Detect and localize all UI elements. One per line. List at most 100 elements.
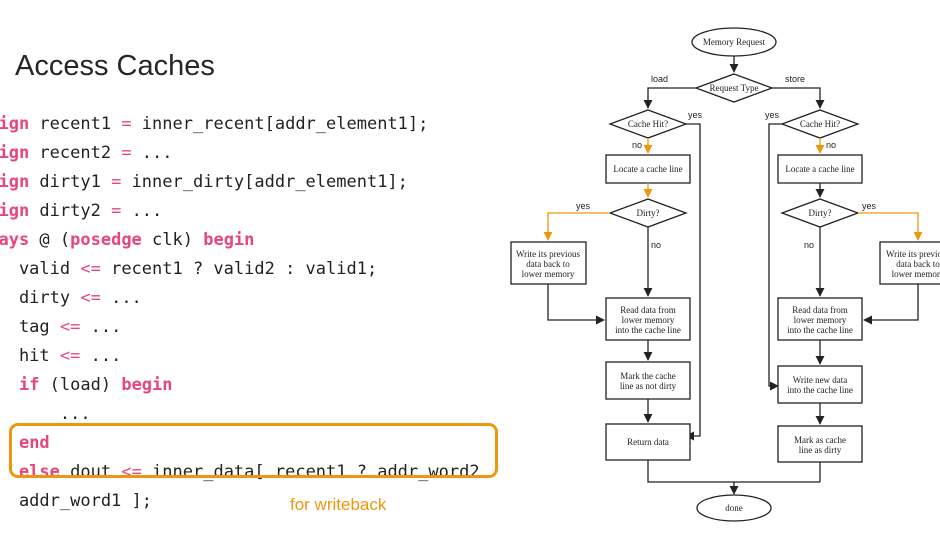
- right-write-back-line1: Write its previous: [886, 249, 940, 259]
- code-text: hit: [18, 346, 50, 366]
- left-write-back-line2: data back to: [526, 259, 570, 269]
- left-no-label: no: [632, 140, 642, 150]
- done-node: [696, 494, 772, 522]
- left-return-box: [605, 423, 691, 461]
- done-label: done: [725, 503, 743, 513]
- right-write-back-box: [879, 241, 940, 285]
- code-text: inner_recent[addr_element1];: [131, 114, 429, 134]
- code-text: inner_dirty[addr_element1];: [121, 172, 408, 192]
- slide-title: Access Caches: [15, 50, 215, 82]
- code-operator: <=: [80, 288, 101, 308]
- code-text: (load): [39, 375, 122, 395]
- code-operator: =: [121, 114, 132, 134]
- right-read-line2: lower memory: [794, 315, 847, 325]
- right-write-new-line2: into the cache line: [787, 385, 853, 395]
- left-write-back-line3: lower memory: [522, 269, 575, 279]
- right-write-back-line3: lower memory: [892, 269, 940, 279]
- code-line: addr_word1 ];: [0, 487, 480, 516]
- code-line: lways @ (posedge clk) begin: [0, 226, 480, 255]
- code-operator: =: [121, 143, 132, 163]
- left-dirty-label: Dirty?: [637, 208, 660, 218]
- code-line: if (load) begin: [0, 371, 480, 400]
- code-line: valid <= recent1 ? valid2 : valid1;: [0, 255, 480, 284]
- code-operator: =: [111, 172, 122, 192]
- left-dirty-yes-label: yes: [576, 201, 591, 211]
- code-text: ...: [80, 317, 122, 337]
- left-read-line1: Read data from: [620, 305, 675, 315]
- right-dirty-label: Dirty?: [809, 208, 832, 218]
- code-text: addr_word1 ];: [18, 491, 152, 511]
- code-operator: <=: [59, 317, 81, 337]
- code-text: recent2: [29, 143, 122, 163]
- caption-for-writeback: for writeback: [290, 495, 387, 514]
- code-operator: <=: [80, 259, 101, 279]
- right-write-new-line1: Write new data: [793, 375, 848, 385]
- code-text: dirty2: [29, 201, 112, 221]
- left-locate-label: Locate a cache line: [613, 164, 682, 174]
- code-line: tag <= ...: [0, 313, 480, 342]
- load-label: load: [651, 74, 668, 84]
- code-line: hit <= ...: [0, 342, 480, 371]
- left-read-line2: lower memory: [622, 315, 675, 325]
- code-text: ...: [80, 346, 122, 366]
- code-keyword: ssign: [0, 143, 30, 163]
- store-label: store: [785, 74, 805, 84]
- code-text: tag: [18, 317, 50, 337]
- right-locate-label: Locate a cache line: [785, 164, 854, 174]
- right-read-line1: Read data from: [792, 305, 847, 315]
- code-keyword: begin: [121, 375, 173, 395]
- right-write-back-line2: data back to: [896, 259, 940, 269]
- request-type-decision: [694, 73, 774, 103]
- code-text: recent1: [29, 114, 122, 134]
- code-line: end: [0, 429, 480, 458]
- code-operator: <=: [59, 346, 81, 366]
- code-text: clk): [141, 230, 204, 250]
- left-read-line3: into the cache line: [615, 325, 681, 335]
- code-keyword: ssign: [0, 172, 30, 192]
- code-keyword: ssign: [0, 201, 30, 221]
- code-text: @ (: [29, 230, 71, 250]
- code-text: dirty: [18, 288, 71, 308]
- cache-access-flowchart: Memory Request Request Type load store C…: [510, 27, 940, 522]
- code-text: recent1 ? valid2 : valid1;: [100, 259, 378, 279]
- right-dirty-yes-label: yes: [862, 201, 877, 211]
- verilog-code-block: ssign recent1 = inner_recent[addr_elemen…: [0, 110, 480, 545]
- left-return-label: Return data: [627, 437, 669, 447]
- code-keyword: end: [18, 433, 50, 453]
- code-line: ssign recent1 = inner_recent[addr_elemen…: [0, 110, 480, 139]
- code-text: valid: [18, 259, 71, 279]
- code-line: ssign recent2 = ...: [0, 139, 480, 168]
- left-yes-label: yes: [688, 110, 703, 120]
- right-read-line3: into the cache line: [787, 325, 853, 335]
- code-keyword: begin: [203, 230, 255, 250]
- code-line: ssign dirty2 = ...: [0, 197, 480, 226]
- request-type-label: Request Type: [710, 83, 759, 93]
- code-text: ...: [100, 288, 142, 308]
- left-cache-hit-label: Cache Hit?: [628, 119, 668, 129]
- highlight-box: [9, 423, 498, 478]
- code-keyword: lways: [0, 230, 30, 250]
- code-text: ...: [59, 404, 91, 424]
- code-line: dirty <= ...: [0, 284, 480, 313]
- code-keyword: if: [18, 375, 40, 395]
- right-locate-box: [777, 154, 863, 184]
- start-label: Memory Request: [703, 37, 766, 47]
- right-read-data-box: [777, 297, 863, 341]
- code-line: ...: [0, 400, 480, 429]
- code-text: ...: [131, 143, 173, 163]
- right-cache-hit-label: Cache Hit?: [800, 119, 840, 129]
- right-dirty-no-label: no: [804, 240, 814, 250]
- code-keyword: posedge: [70, 230, 142, 250]
- left-read-data-box: [605, 297, 691, 341]
- left-write-back-line1: Write its previous: [516, 249, 581, 259]
- left-locate-box: [605, 154, 691, 184]
- left-mark-line2: line as not dirty: [620, 381, 677, 391]
- code-keyword: ssign: [0, 114, 30, 134]
- left-mark-line1: Mark the cache: [620, 371, 675, 381]
- right-no-label: no: [826, 140, 836, 150]
- left-dirty-no-label: no: [651, 240, 661, 250]
- code-line: ssign dirty1 = inner_dirty[addr_element1…: [0, 168, 480, 197]
- right-yes-label: yes: [765, 110, 780, 120]
- code-text: dirty1: [29, 172, 112, 192]
- code-text: ...: [121, 201, 163, 221]
